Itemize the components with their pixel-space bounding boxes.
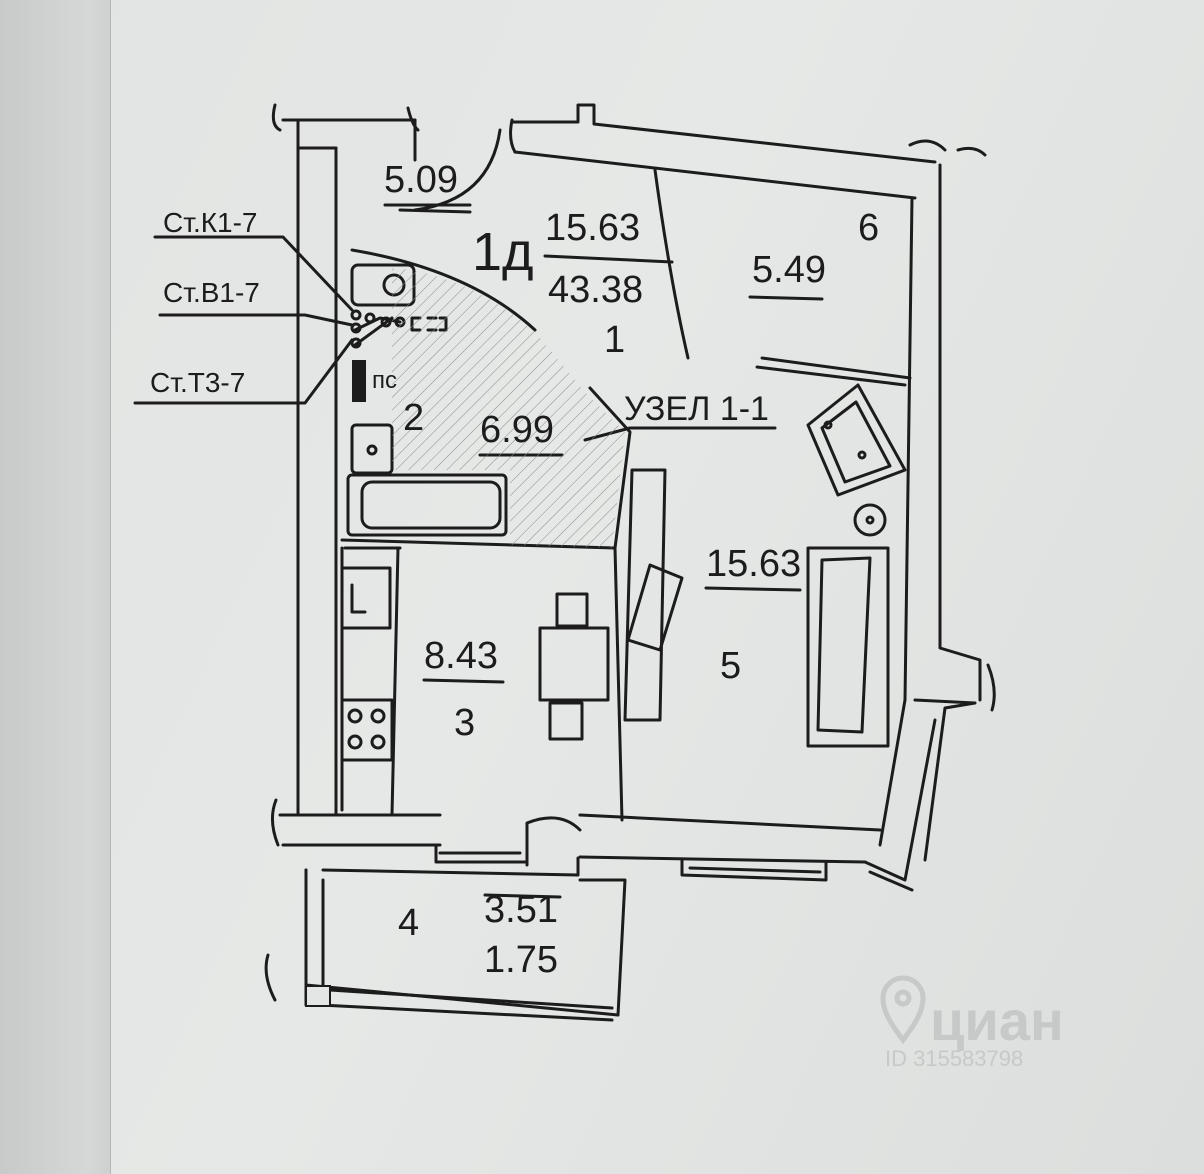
chair-bottom [548,701,584,741]
sofa [806,546,890,748]
kitchen-number: 3 [454,702,475,744]
wall-right-inner [878,196,914,847]
left-page-edge [0,0,111,1174]
sink-drain [366,444,378,456]
kitchen-sink [340,566,392,630]
riser-t3-leader [133,338,354,405]
ventilation-duct [352,360,366,402]
watermark-brand: циан [930,989,1064,1052]
riser-k1-leader [153,235,354,312]
armchair-leg [857,450,867,460]
balcony-post [305,985,331,1007]
sink [350,423,394,475]
cut-marks [264,103,996,1002]
window-living [680,858,828,882]
burner-1 [347,708,363,724]
wall-bottom-main [578,813,882,864]
watermark-id: ID 315583798 [885,1046,1023,1071]
sofa-seat [816,556,872,734]
wall-bottom-left [278,813,442,847]
wall-right-outer [938,163,982,702]
window-kitchen [434,843,527,864]
wall-top-main [510,103,937,200]
bathtub-inner [360,480,502,530]
wall-top-left [281,118,417,150]
balcony-left-wall [304,868,325,1007]
riser-v1-label: Ст.В1-7 [163,277,260,308]
burner-4 [370,734,386,750]
armchair [806,383,907,497]
burner-2 [370,708,386,724]
kitchen-area: 8.43 [424,635,498,677]
chair-top [555,592,589,628]
bathroom-number: 2 [403,397,424,439]
location-pin-icon [880,975,926,1045]
balcony-number: 4 [398,902,419,944]
partition-bathroom-right [350,248,632,822]
door-closet-arc [653,168,690,360]
balcony-rail [318,988,614,1022]
burner-3 [347,734,363,750]
closet-number: 6 [858,207,879,249]
balcony-area: 3.51 [484,889,558,931]
summary-total: 43.38 [548,269,643,311]
wall-right-ledge [913,698,977,862]
duct-label: пс [372,367,397,394]
living-number: 5 [720,645,741,687]
living-area: 15.63 [706,543,801,585]
armchair-leg [823,420,833,430]
kitchen-tap [350,583,367,614]
desk [626,563,684,652]
floor-lamp [853,503,887,537]
stove [340,698,394,762]
partition-center [623,468,667,722]
dining-table [538,626,610,702]
door-balcony [525,816,582,867]
node-label: УЗЕЛ 1-1 [624,390,769,428]
summary-number: 1 [604,319,625,361]
apartment-type: 1д [472,222,534,282]
partition-closet [755,356,912,387]
bathtub [346,473,508,537]
balcony-reduced: 1.75 [484,939,558,981]
bathroom-area: 6.99 [480,409,554,451]
summary-area: 15.63 [545,207,640,249]
riser-t3-label: Ст.Т3-7 [150,367,245,398]
bathroom-hatch [392,268,625,548]
wall-right-bottom [863,718,937,892]
closet-area: 5.49 [752,249,826,291]
riser-v1-leader [158,313,354,327]
riser-k1-label: Ст.К1-7 [163,207,258,238]
hall-area: 5.09 [384,159,458,201]
